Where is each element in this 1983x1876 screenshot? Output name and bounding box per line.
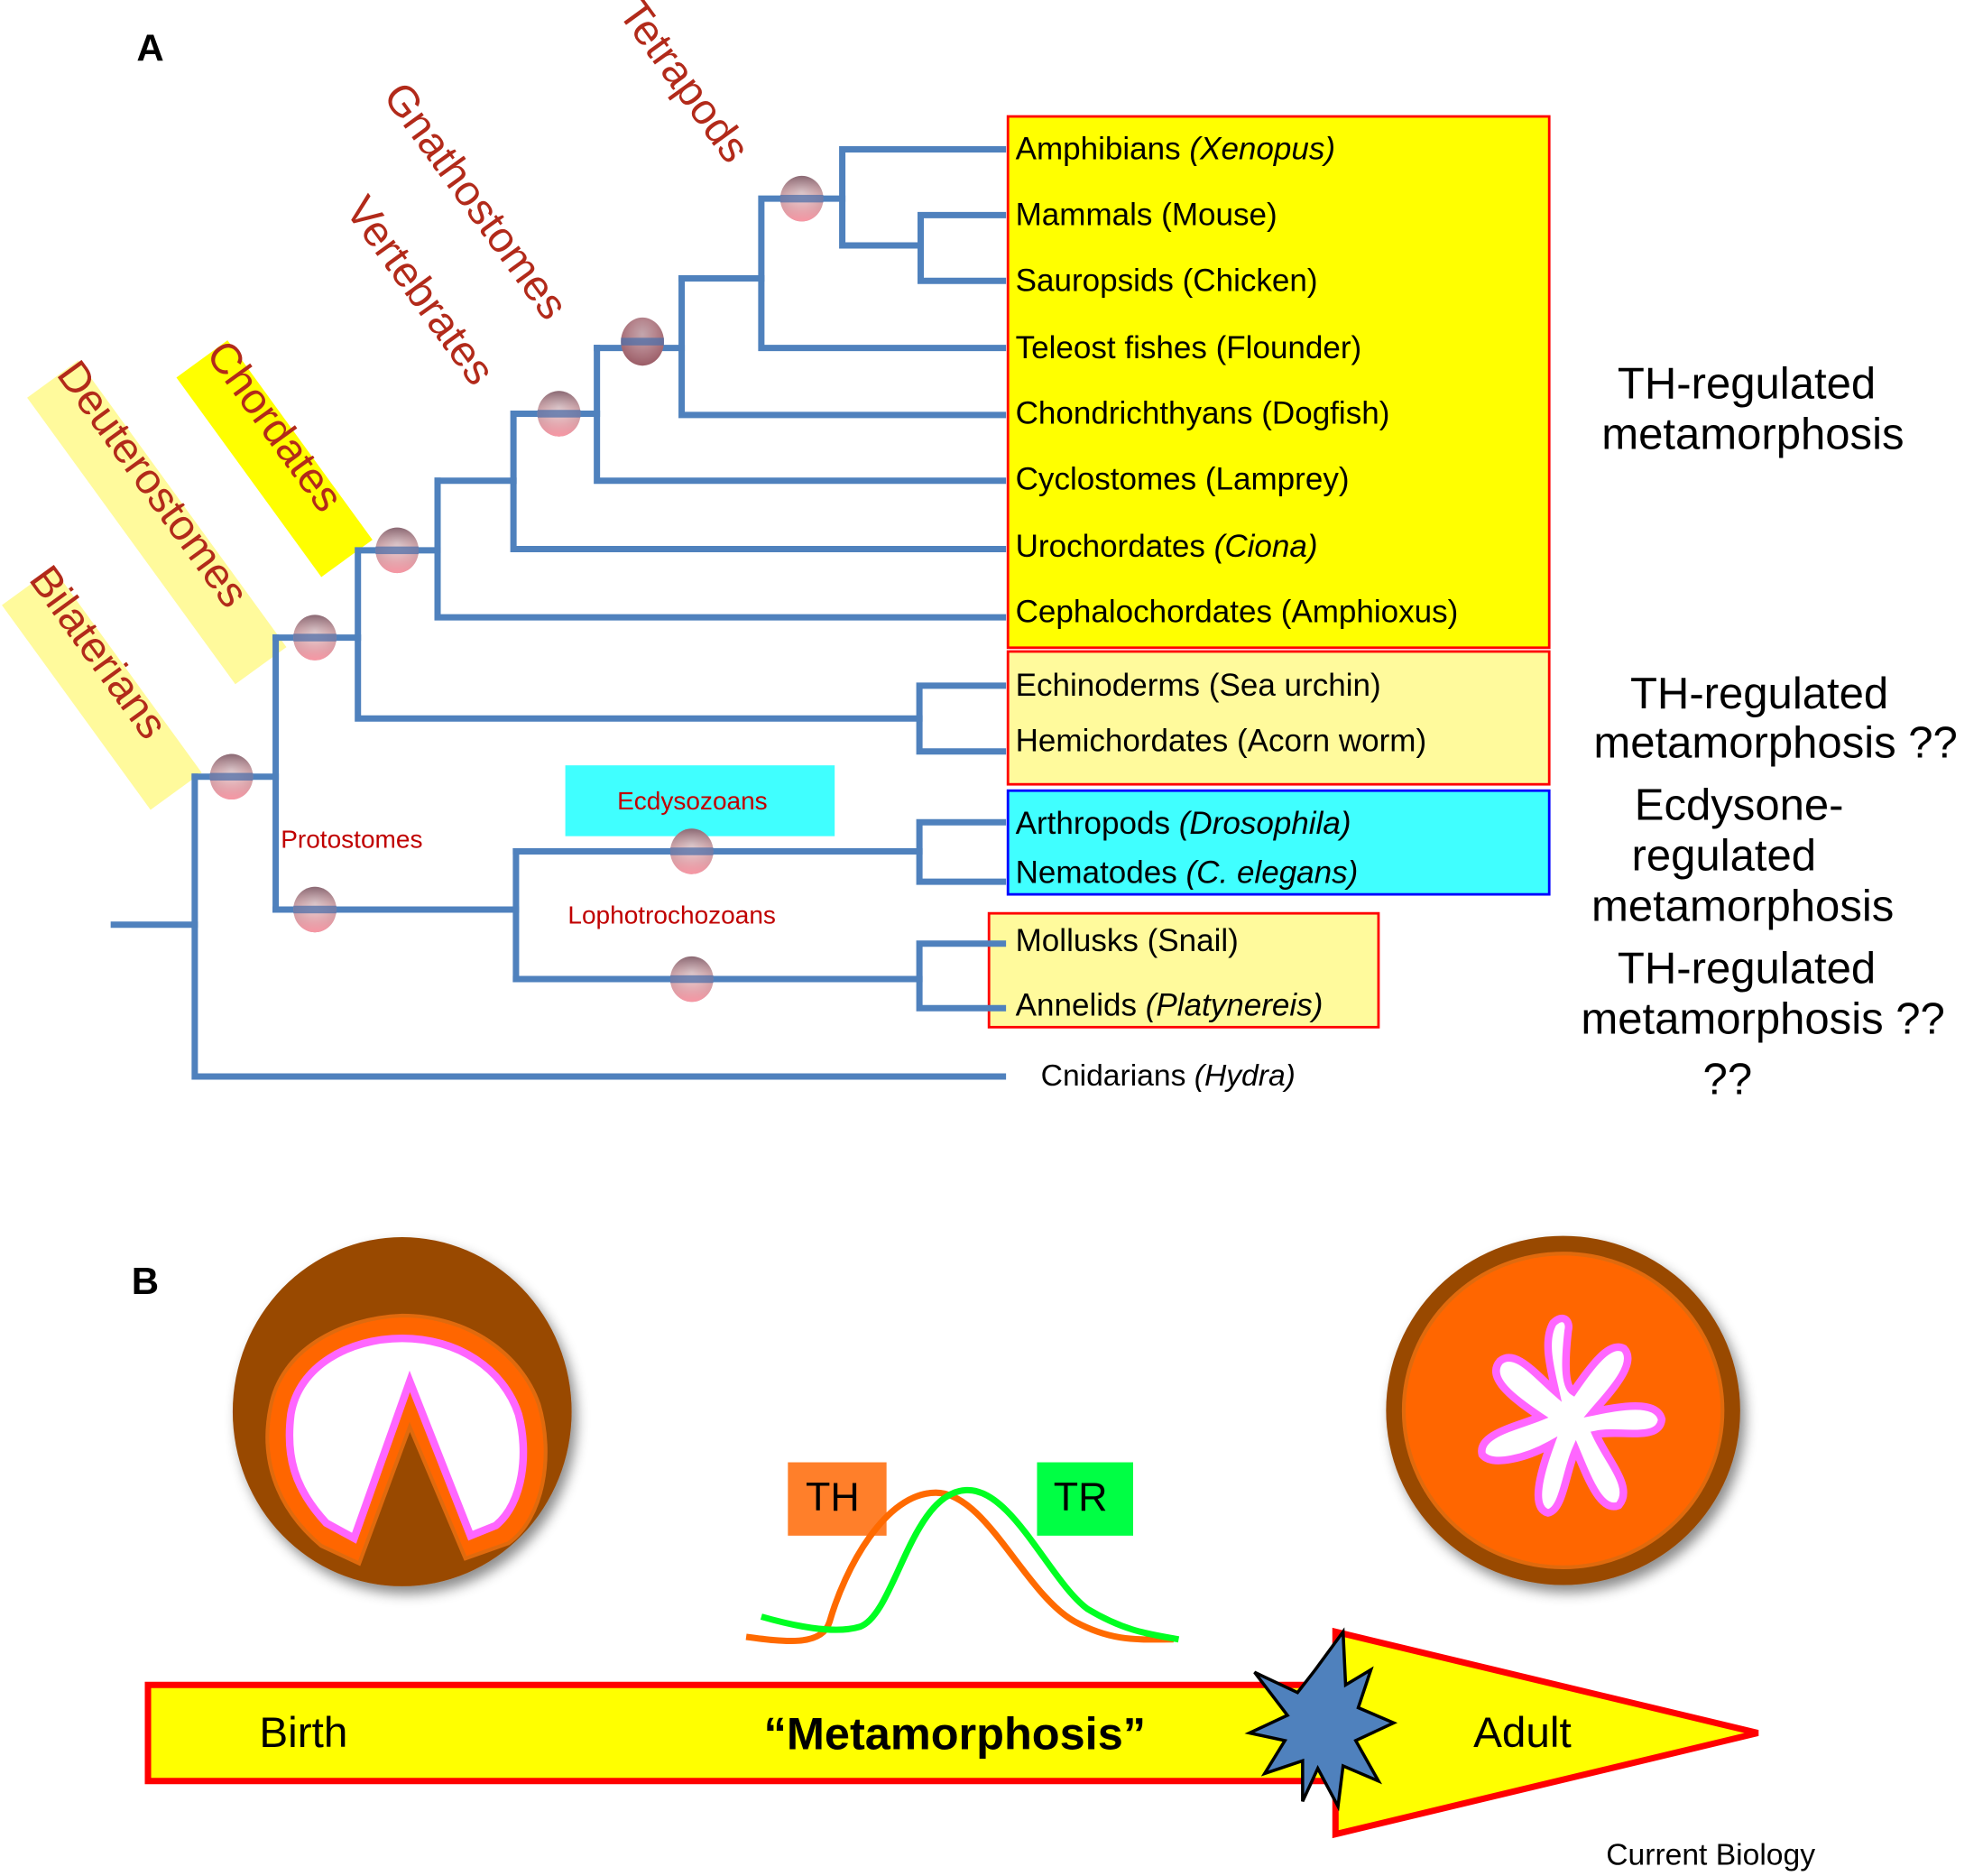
taxon-label: Sauropsids (Chicken) xyxy=(1016,263,1318,298)
clade-highlights xyxy=(2,340,373,810)
panel-a: A Bilaterians Deuterostomes Chordates Ve… xyxy=(2,0,1958,1104)
node-gnathostomes xyxy=(621,317,664,366)
taxon-label: Mollusks (Snail) xyxy=(1016,923,1239,958)
taxon-label: Annelids (Platynereis) xyxy=(1016,988,1324,1023)
tr-label-box xyxy=(1037,1462,1133,1536)
hormone-curves: TH TR xyxy=(745,1462,1180,1644)
branch-tetrapod-split xyxy=(839,145,1007,249)
tr-label: TR xyxy=(1054,1474,1108,1520)
taxon-list: Amphibians (Xenopus) Mammals (Mouse) Sau… xyxy=(1016,132,1459,1093)
taxon-label: Mammals (Mouse) xyxy=(1016,198,1277,233)
branch-amniotes xyxy=(917,211,1007,284)
taxon-label: Cyclostomes (Lamprey) xyxy=(1016,462,1350,497)
node-bilaterians xyxy=(209,753,254,800)
taxon-label: Arthropods (Drosophila) xyxy=(1016,806,1351,841)
summary-ecdysozoa: Ecdysone- regulated metamorphosis xyxy=(1591,781,1894,930)
tr-curve xyxy=(760,1486,1180,1643)
clade-label-lophotrochozoans: Lophotrochozoans xyxy=(567,901,776,929)
node-lophotrochozoans xyxy=(669,956,714,1003)
adult-gut-icon xyxy=(1386,1235,1740,1585)
tree-nodes xyxy=(209,175,824,1003)
ecdysozoans-label-box xyxy=(565,765,835,836)
stage-adult: Adult xyxy=(1473,1709,1572,1757)
node-chordates xyxy=(375,527,419,574)
summary-ambulacraria: TH-regulated metamorphosis ?? xyxy=(1593,670,1957,768)
branch-lopho-split xyxy=(916,940,1007,1012)
clade-label-ecdysozoans: Ecdysozoans xyxy=(617,787,768,815)
ecdysozoa-box xyxy=(1006,789,1551,896)
node-ecdysozoans xyxy=(669,828,714,874)
th-label: TH xyxy=(806,1474,860,1520)
summary-lophotrochozoa: TH-regulated metamorphosis ?? xyxy=(1581,944,1944,1043)
node-protostomes xyxy=(293,886,337,933)
adult-lumen-folds xyxy=(1478,1314,1666,1517)
node-deuterostomes xyxy=(293,615,337,661)
clade-label-tetrapods: Tetrapods xyxy=(609,0,759,171)
clade-label-protostomes: Protostomes xyxy=(281,825,422,853)
stage-birth: Birth xyxy=(259,1709,347,1757)
ambulacraria-box xyxy=(1006,650,1551,786)
deuterostomes-band xyxy=(27,360,287,685)
branch-chordate-split xyxy=(434,477,1007,621)
taxon-label: Nematodes (C. elegans) xyxy=(1016,855,1359,891)
node-tetrapods xyxy=(779,175,824,222)
bilaterians-band xyxy=(2,568,202,810)
branch-gnath-split xyxy=(678,274,1007,419)
larval-lumen xyxy=(285,1334,528,1544)
taxon-label: Cnidarians (Hydra) xyxy=(1041,1059,1296,1093)
chordate-box xyxy=(1006,115,1551,650)
taxon-label: Cephalochordates (Amphioxus) xyxy=(1016,595,1459,630)
branch-deuterostomes xyxy=(272,634,923,722)
node-vertebrates xyxy=(537,391,581,437)
branch-olfactores xyxy=(434,477,1007,552)
branch-bilateria-split xyxy=(191,773,1007,1080)
taxon-label: Urochordates (Ciona) xyxy=(1016,529,1318,564)
taxon-label: Hemichordates (Acorn worm) xyxy=(1016,724,1427,759)
summary-chordates: TH-regulated metamorphosis xyxy=(1601,360,1904,459)
larval-gut-icon xyxy=(232,1237,572,1586)
taxon-label: Amphibians (Xenopus) xyxy=(1016,132,1335,167)
panel-a-label: A xyxy=(136,26,163,69)
branch-vert-split xyxy=(594,345,1007,485)
summary-annotations: TH-regulated metamorphosis TH-regulated … xyxy=(1581,360,1957,1104)
panel-b: B TH TR Birth “Metamorphosis” xyxy=(132,1235,1815,1871)
chordates-band xyxy=(176,340,373,578)
branch-ambulacraria xyxy=(916,682,1007,755)
metamorphic-climax-starburst xyxy=(1244,1627,1398,1812)
phylogenetic-tree xyxy=(110,145,1007,1080)
stage-metamorphosis: “Metamorphosis” xyxy=(764,1708,1146,1760)
taxon-label: Chondrichthyans (Dogfish) xyxy=(1016,396,1390,431)
lifecycle-arrow: Birth “Metamorphosis” Adult xyxy=(144,1627,1759,1839)
branch-osteichthyes xyxy=(678,274,1007,352)
th-label-box xyxy=(788,1462,887,1536)
taxon-label: Teleost fishes (Flounder) xyxy=(1016,330,1362,365)
lophotrochozoa-box xyxy=(987,911,1380,1029)
branch-ecdy-split xyxy=(916,818,1007,885)
taxon-label: Echinoderms (Sea urchin) xyxy=(1016,668,1381,703)
journal-credit: Current Biology xyxy=(1606,1838,1815,1871)
panel-b-label: B xyxy=(132,1260,159,1302)
summary-cnidaria: ?? xyxy=(1703,1056,1753,1104)
